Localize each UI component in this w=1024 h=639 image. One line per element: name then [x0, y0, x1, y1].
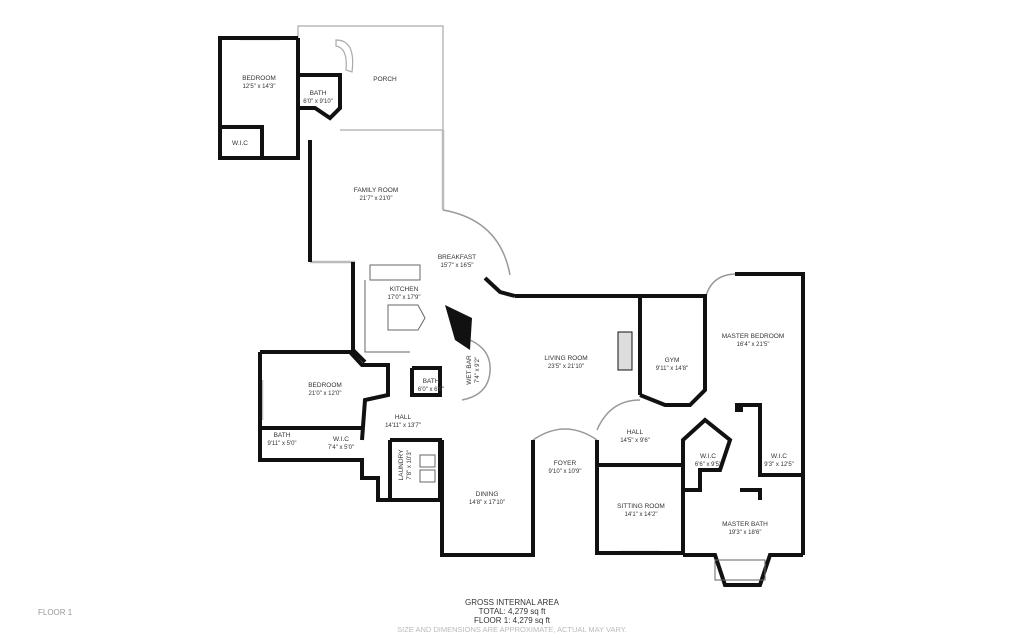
room-name: BATH: [309, 90, 327, 97]
floor-label: FLOOR 1: [38, 608, 73, 617]
room-dimensions: 21'7" x 21'0": [359, 196, 393, 202]
room-dimensions: 21'0" x 12'0": [308, 391, 342, 397]
room-name: BATH: [273, 432, 291, 439]
curved-window: [442, 209, 736, 441]
area-floor: FLOOR 1: 4,279 sq ft: [473, 616, 551, 625]
room-name: BREAKFAST: [437, 254, 477, 261]
fireplace-and-columns: [445, 305, 743, 412]
room-name: BEDROOM: [242, 75, 276, 82]
room-name: HALL: [394, 414, 412, 421]
room-name: GYM: [664, 357, 680, 364]
room-dimensions: 14'8" x 17'10": [468, 500, 506, 506]
room-foyer: FOYER 9'10" x 10'9": [549, 460, 582, 476]
room-wic-2: W.I.C 7'4" x 5'0": [328, 436, 354, 452]
room-hall-1: HALL 14'11" x 13'7": [385, 414, 421, 430]
room-dimensions: 12'5" x 14'3": [242, 84, 276, 90]
room-name: PORCH: [373, 76, 397, 83]
room-dimensions: 14'11" x 13'7": [385, 423, 421, 429]
room-dimensions: 6'0" x 9'10": [303, 99, 333, 105]
room-sitting-room: SITTING ROOM 14'1" x 14'2": [617, 503, 665, 519]
room-bath-1: BATH 6'0" x 9'10": [303, 90, 333, 106]
room-name: W.I.C: [333, 436, 349, 443]
area-total: TOTAL: 4,279 sq ft: [478, 607, 546, 616]
room-dimensions: 9'11" x 5'0": [267, 441, 297, 447]
room-bath-3: BATH 9'11" x 5'0": [267, 432, 296, 448]
room-dimensions: 19'3" x 18'6": [728, 530, 762, 536]
room-wic-1: W.I.C: [232, 140, 248, 148]
room-name: BATH: [422, 378, 440, 385]
room-name: SITTING ROOM: [617, 503, 665, 510]
fixtures: [364, 264, 766, 581]
room-name: W.I.C: [232, 140, 248, 147]
room-living-room: LIVING ROOM 23'5" x 21'10": [544, 355, 587, 371]
room-master-bath: MASTER BATH 19'3" x 18'6": [722, 521, 768, 537]
disclaimer: SIZE AND DIMENSIONS ARE APPROXIMATE, ACT…: [397, 625, 627, 634]
room-dimensions: 15'7" x 16'5": [440, 263, 474, 269]
room-master-bedroom: MASTER BEDROOM 16'4" x 21'5": [722, 333, 784, 349]
room-dimensions: 17'0" x 17'9": [387, 295, 421, 301]
room-dimensions: 23'5" x 21'10": [547, 364, 585, 370]
room-dimensions: 7'4" x 5'0": [327, 445, 355, 451]
room-dimensions: 6'6" x 9'5": [694, 462, 722, 468]
room-bedroom-1: BEDROOM 12'5" x 14'3": [242, 75, 276, 91]
room-name: BEDROOM: [308, 382, 342, 389]
room-wic-3: W.I.C 6'6" x 9'5": [695, 453, 721, 469]
room-name: DINING: [475, 491, 499, 498]
room-dimensions: 9'3" x 12'5": [764, 462, 794, 468]
room-name: LIVING ROOM: [544, 355, 588, 362]
room-dimensions: 14'5" x 9'6": [620, 438, 650, 444]
room-name: WET BAR: [466, 355, 473, 385]
room-name: LAUNDRY: [398, 449, 405, 481]
room-name: KITCHEN: [389, 286, 419, 293]
room-breakfast: BREAKFAST 15'7" x 16'5": [438, 254, 476, 270]
room-name: W.I.C: [700, 453, 716, 460]
room-gym: GYM 9'11" x 14'8": [656, 357, 688, 373]
room-bedroom-2: BEDROOM 21'0" x 12'0": [308, 382, 342, 398]
walls: [218, 36, 805, 587]
room-family-room: FAMILY ROOM 21'7" x 21'0": [354, 187, 399, 203]
room-name: FAMILY ROOM: [353, 187, 399, 194]
room-dimensions: 6'0" x 6'6": [417, 387, 445, 393]
room-bath-2: BATH 6'0" x 6'6": [418, 378, 444, 394]
room-porch: PORCH: [373, 76, 396, 84]
room-dimensions: 9'10" x 10'9": [548, 469, 582, 475]
room-dimensions: 16'4" x 21'5": [736, 342, 770, 348]
room-name: W.I.C: [771, 453, 787, 460]
room-name: HALL: [626, 429, 644, 436]
room-name: MASTER BEDROOM: [721, 333, 785, 340]
room-name: MASTER BATH: [722, 521, 768, 528]
room-dining: DINING 14'8" x 17'10": [469, 491, 505, 507]
room-dimensions: 9'11" x 14'8": [655, 366, 689, 372]
room-hall-2: HALL 14'5" x 9'6": [620, 429, 650, 445]
area-title: GROSS INTERNAL AREA: [465, 598, 559, 607]
porch-outline: [297, 25, 444, 131]
room-dimensions: 14'1" x 14'2": [624, 512, 658, 518]
room-kitchen: KITCHEN 17'0" x 17'9": [388, 286, 421, 302]
room-dimensions: 7'8" x 10'3": [407, 450, 413, 480]
room-name: FOYER: [553, 460, 577, 467]
room-wic-4: W.I.C 9'3" x 12'5": [764, 453, 794, 469]
area-summary: GROSS INTERNAL AREA TOTAL: 4,279 sq ft F…: [397, 598, 627, 634]
room-dimensions: 7'4" x 9'2": [475, 356, 481, 384]
